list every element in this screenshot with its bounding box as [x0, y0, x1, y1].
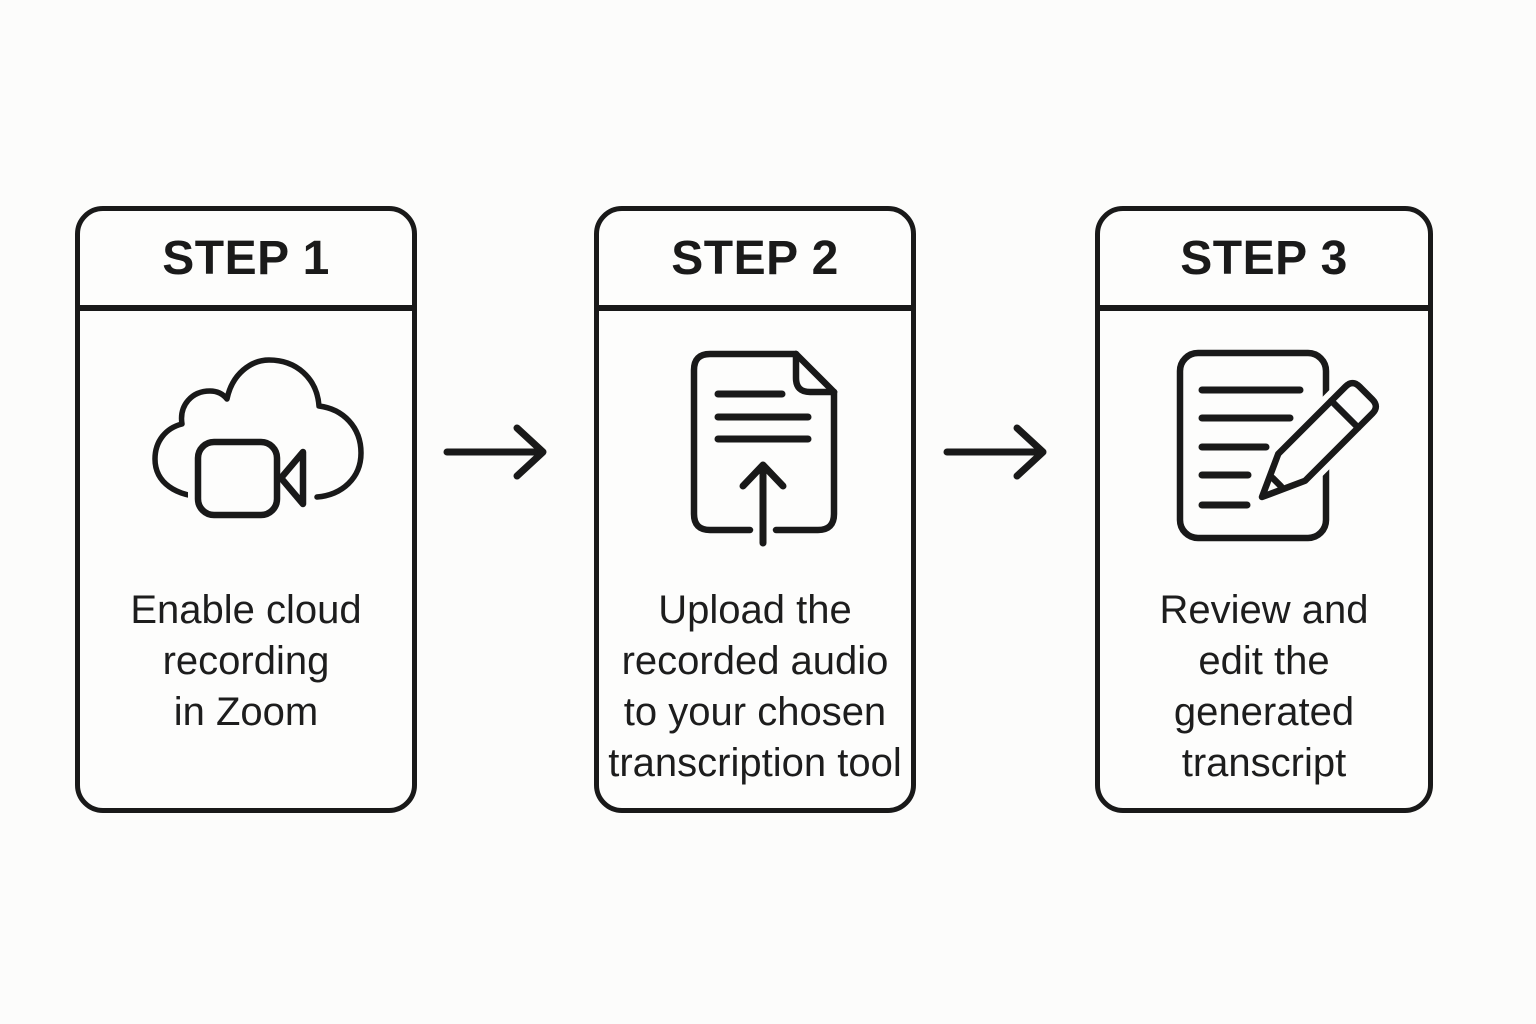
step-card-1: STEP 1 Enabl — [75, 206, 417, 813]
step-2-header: STEP 2 — [599, 211, 911, 311]
step-1-label: STEP 1 — [162, 231, 330, 285]
step-1-body: Enable cloud recording in Zoom — [80, 311, 412, 808]
cloud-video-recording-icon — [120, 345, 380, 545]
step-3-description: Review and edit the generated transcript — [1159, 588, 1369, 785]
document-edit-icon — [1170, 340, 1390, 550]
step-3-body: Review and edit the generated transcript — [1100, 311, 1428, 808]
step-2-description: Upload the recorded audio to your chosen… — [608, 588, 902, 785]
step-card-2: STEP 2 — [594, 206, 916, 813]
document-upload-icon — [680, 340, 860, 560]
step-3-label: STEP 3 — [1180, 231, 1348, 285]
step-3-header: STEP 3 — [1100, 211, 1428, 311]
arrow-right-icon — [943, 420, 1053, 484]
step-2-label: STEP 2 — [671, 231, 839, 285]
step-1-description: Enable cloud recording in Zoom — [130, 588, 362, 734]
step-1-header: STEP 1 — [80, 211, 412, 311]
step-2-body: Upload the recorded audio to your chosen… — [599, 311, 911, 808]
arrow-right-icon — [443, 420, 553, 484]
step-card-3: STEP 3 — [1095, 206, 1433, 813]
